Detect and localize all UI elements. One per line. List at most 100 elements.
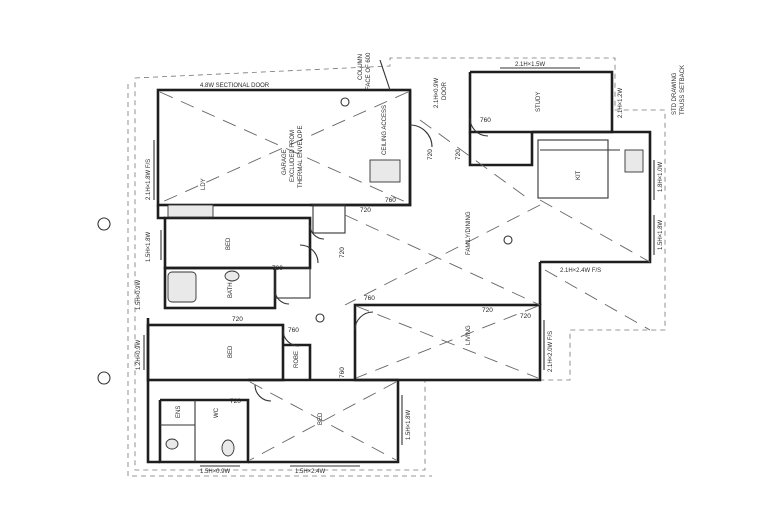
marker-section-1 bbox=[97, 217, 111, 231]
markers bbox=[97, 97, 513, 385]
labels: 4.8W SECTIONAL DOOR 2.1H×1.5W 1.5H×2.4W … bbox=[136, 52, 686, 475]
kitchen-walls bbox=[532, 130, 652, 264]
family-diagonal-2 bbox=[344, 204, 541, 306]
door-swing-living bbox=[354, 311, 374, 331]
right-diagonal bbox=[544, 269, 651, 331]
marker-smoke-1 bbox=[340, 97, 350, 107]
fixtures bbox=[165, 149, 644, 457]
entry-cupboard bbox=[312, 204, 346, 234]
dim-11: 720 bbox=[520, 313, 531, 320]
label-right-window-2: 1.5H×1.8W bbox=[658, 219, 664, 250]
kitchen-diagonal bbox=[539, 199, 651, 263]
linen-cupboard bbox=[274, 267, 311, 299]
outer-left-lower bbox=[146, 318, 160, 464]
label-rear-wall: 1.2H×0.9W bbox=[136, 339, 142, 370]
boundary-outline bbox=[134, 57, 666, 471]
dim-1: 760 bbox=[480, 117, 491, 124]
garage-bench-icon bbox=[167, 204, 214, 218]
label-bed-2: BED bbox=[228, 345, 234, 358]
ens-basin-icon bbox=[165, 438, 179, 450]
dim-13: 720 bbox=[455, 149, 462, 160]
label-bottom-left-window: 1.5H×0.9W bbox=[200, 469, 231, 475]
walls bbox=[146, 70, 652, 464]
ldy-walls bbox=[468, 132, 534, 167]
door-swing-garage bbox=[409, 124, 433, 148]
door-swing-study bbox=[469, 117, 489, 137]
outer-left-wall bbox=[156, 205, 165, 220]
boundary-outline-inner bbox=[127, 84, 432, 477]
label-column-1: FACE OF 600 bbox=[366, 52, 372, 90]
label-garage: GARAGE bbox=[282, 149, 288, 175]
basin-icon bbox=[224, 270, 240, 282]
kitchen-island bbox=[537, 139, 609, 199]
label-ens: ENS bbox=[176, 406, 182, 418]
label-ceiling-access: CEILING ACCESS bbox=[382, 105, 388, 155]
sink-icon bbox=[624, 149, 644, 173]
label-robe: ROBE bbox=[294, 351, 300, 368]
label-bath: BATH bbox=[228, 282, 234, 298]
bed-1-walls bbox=[163, 216, 312, 270]
label-left-window-1: 2.1H×1.8W F/S bbox=[146, 159, 152, 200]
label-bed-1: BED bbox=[226, 237, 232, 250]
label-door-2: DOOR bbox=[442, 81, 448, 100]
dim-7: 760 bbox=[288, 327, 299, 334]
door-swing-bed2 bbox=[282, 329, 300, 347]
door-swing-bed1 bbox=[299, 244, 319, 264]
label-left-window-3: 1.5H×0.9W bbox=[136, 279, 142, 310]
label-bed-3: BED bbox=[318, 412, 324, 425]
label-right-window-4: 2.1H×2.0W F/S bbox=[548, 331, 554, 372]
label-right-window-1: 1.8H×1.0W bbox=[658, 161, 664, 192]
label-sectional-door: 4.8W SECTIONAL DOOR bbox=[200, 83, 270, 89]
label-living: LIVING bbox=[466, 325, 472, 345]
bed-2-walls bbox=[146, 323, 285, 382]
garage-walls bbox=[156, 88, 412, 207]
hall-wall bbox=[310, 90, 412, 207]
label-top-right-1: STD DRAWING bbox=[672, 72, 678, 115]
label-left-window-2: 1.5H×1.8W bbox=[146, 231, 152, 262]
dim-3: 760 bbox=[272, 265, 283, 272]
door-swing-bath bbox=[274, 289, 290, 305]
label-bottom-window: 1.5H×2.4W bbox=[295, 469, 326, 475]
label-wc: WC bbox=[214, 407, 220, 418]
bed3-diagonal-2 bbox=[249, 381, 397, 461]
living-diagonal-2 bbox=[355, 305, 539, 379]
family-diagonal-1 bbox=[344, 214, 541, 306]
label-ldy: LDY bbox=[201, 178, 207, 190]
boundary-lines bbox=[127, 57, 666, 477]
column-line bbox=[379, 59, 391, 91]
dim-8: 760 bbox=[339, 367, 346, 378]
door-swing-entry bbox=[309, 224, 325, 240]
label-door-1: 2.1H×0.9W bbox=[434, 77, 440, 108]
label-right-top: 2.1H×1.2W bbox=[618, 87, 624, 118]
internal-lines bbox=[160, 59, 620, 462]
marker-section-2 bbox=[97, 371, 111, 385]
door-swings bbox=[254, 117, 489, 402]
door-swing-bed3 bbox=[254, 384, 272, 402]
dimensions: 760 760 760 760 720 720 760 760 720 720 … bbox=[230, 117, 531, 405]
label-right-window-5: 1.5H×1.8W bbox=[406, 409, 412, 440]
ens-walls bbox=[158, 398, 250, 464]
window-markers bbox=[143, 67, 655, 467]
dim-2: 760 bbox=[385, 197, 396, 204]
dim-9: 720 bbox=[230, 398, 241, 405]
label-study: STUDY bbox=[536, 92, 542, 112]
dim-5: 720 bbox=[360, 207, 371, 214]
label-right-window-3: 2.1H×2.4W F/S bbox=[560, 268, 601, 274]
label-top-window: 2.1H×1.5W bbox=[515, 62, 546, 68]
dim-14: 720 bbox=[339, 247, 346, 258]
label-garage-note-2: THERMAL ENVELOPE bbox=[298, 126, 304, 188]
dim-6: 720 bbox=[232, 316, 243, 323]
marker-smoke-3 bbox=[503, 235, 513, 245]
dim-12: 720 bbox=[427, 149, 434, 160]
dim-4: 760 bbox=[364, 295, 375, 302]
label-column-2: COLUMN bbox=[358, 54, 364, 80]
label-family-dining: FAMILY/DINING bbox=[466, 211, 472, 255]
label-kitchen: KIT bbox=[576, 170, 582, 180]
bathtub-icon bbox=[167, 271, 197, 303]
dim-10: 720 bbox=[482, 307, 493, 314]
marker-smoke-2 bbox=[315, 313, 325, 323]
living-walls bbox=[353, 303, 542, 382]
car-icon bbox=[369, 159, 401, 183]
bed-3-walls bbox=[248, 378, 400, 464]
